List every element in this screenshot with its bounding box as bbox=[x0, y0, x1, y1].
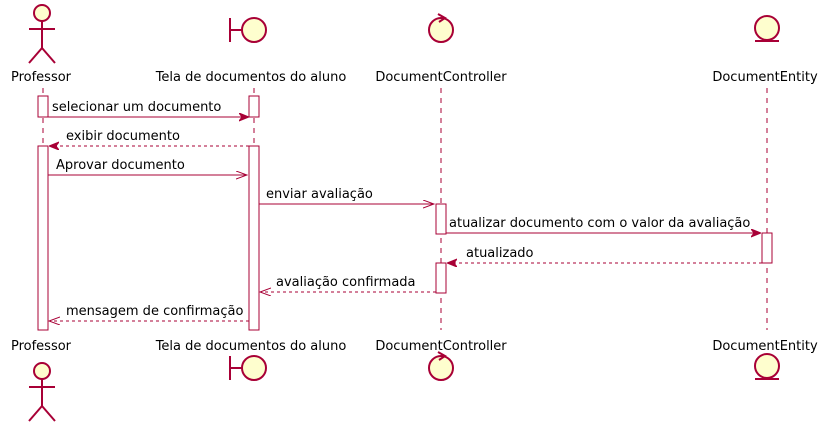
participant-name-professor: Professor bbox=[11, 70, 72, 85]
activations bbox=[37, 95, 773, 331]
message-label-4: enviar avaliação bbox=[266, 187, 373, 202]
entity-icon bbox=[754, 15, 780, 42]
participant-labels-top: Professor Tela de documentos do aluno Do… bbox=[11, 70, 818, 85]
participant-name-entity: DocumentEntity bbox=[712, 339, 818, 354]
boundary-icon bbox=[229, 17, 267, 43]
entity-icon bbox=[754, 353, 780, 380]
boundary-icon bbox=[229, 355, 267, 381]
control-icon bbox=[428, 351, 454, 381]
message-label-2: exibir documento bbox=[66, 129, 180, 144]
actor-icon bbox=[28, 4, 56, 64]
participant-name-tela: Tela de documentos do aluno bbox=[155, 339, 347, 354]
message-label-3: Aprovar documento bbox=[56, 158, 185, 173]
control-icon bbox=[428, 13, 454, 43]
message-label-5: atualizar documento com o valor da avali… bbox=[449, 216, 750, 231]
message-label-8: mensagem de confirmação bbox=[66, 304, 243, 319]
participant-name-professor: Professor bbox=[11, 339, 72, 354]
activation-controller-1 bbox=[435, 203, 447, 235]
message-label-1: selecionar um documento bbox=[52, 100, 221, 115]
activation-entity-1 bbox=[761, 232, 773, 264]
participant-name-tela: Tela de documentos do aluno bbox=[155, 70, 347, 85]
participant-name-controller: DocumentController bbox=[375, 70, 507, 85]
participant-name-controller: DocumentController bbox=[375, 339, 507, 354]
messages bbox=[48, 117, 762, 321]
activation-tela-1 bbox=[248, 95, 260, 118]
activation-tela-2 bbox=[248, 145, 260, 331]
participant-name-entity: DocumentEntity bbox=[712, 70, 818, 85]
activation-professor-1 bbox=[37, 95, 49, 118]
message-label-6: atualizado bbox=[466, 246, 534, 261]
activation-professor-2 bbox=[37, 145, 49, 331]
message-labels: selecionar um documento exibir documento… bbox=[52, 100, 750, 319]
participant-labels-bottom: Professor Tela de documentos do aluno Do… bbox=[11, 339, 818, 354]
lifelines bbox=[42, 88, 768, 330]
activation-controller-2 bbox=[435, 262, 447, 294]
actor-icon bbox=[28, 362, 56, 422]
message-label-7: avaliação confirmada bbox=[276, 275, 416, 290]
